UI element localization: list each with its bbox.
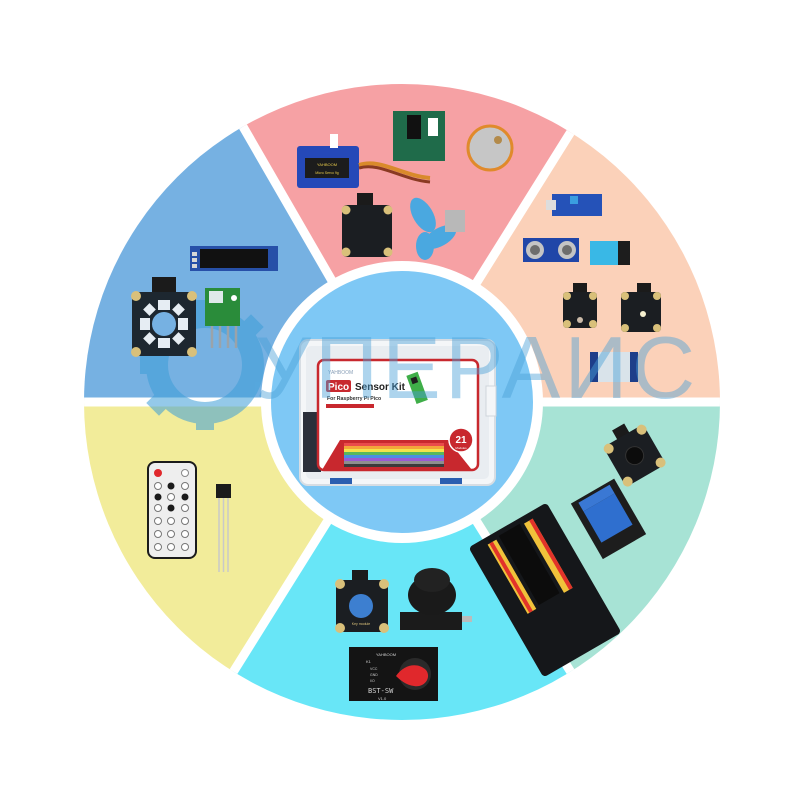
kit-badge-number: 21: [455, 435, 467, 446]
ultrasonic-sensor: [523, 238, 579, 262]
kit-box: YAHBOOM Pico Sensor Kit For Raspberry Pi…: [299, 339, 497, 486]
key-module: Key module: [335, 570, 389, 633]
tilt-version: V1.0: [378, 696, 387, 701]
joystick: [400, 568, 472, 630]
vibration-module: [341, 193, 393, 257]
ir-remote: [147, 461, 197, 559]
uln2003-driver-board: [393, 111, 445, 161]
micro-servo: YAHBOOM Micro Servo 9g: [297, 134, 431, 188]
oled-display: [190, 246, 278, 271]
kit-subtitle: For Raspberry Pi Pico: [327, 396, 381, 402]
tilt-io: I/O: [370, 679, 375, 683]
sound-sensor: [546, 194, 602, 216]
ir-receiver: [216, 484, 231, 572]
flame-sensor: [621, 283, 661, 332]
tilt-vcc: VCC: [370, 667, 378, 671]
kit-title-highlight: Pico: [328, 382, 349, 393]
watermark-text: УПЕРАИС: [255, 318, 699, 417]
pico-expansion-board: [469, 504, 621, 676]
light-sensor: [563, 283, 597, 328]
tilt-gnd: GND: [370, 673, 378, 677]
pir-motion-sensor: [590, 352, 638, 382]
dc-motor-fan: [410, 197, 465, 260]
key-module-label: Key module: [352, 622, 371, 626]
servo-label: YAHBOOM: [317, 162, 337, 167]
tilt-brand: YAHBOOM: [376, 652, 396, 657]
tilt-switch-module: YAHBOOM K1 VCC GND I/O BST-SW V1.0: [349, 647, 438, 701]
tilt-name: BST-SW: [368, 687, 394, 695]
kit-badge-sub: Modules: [455, 446, 467, 450]
relay-module: [570, 478, 647, 560]
segment-cyan: [221, 402, 583, 720]
rgb-ring-module: [131, 277, 197, 357]
kit-brand: YAHBOOM: [328, 370, 353, 376]
dht11-sensor: [590, 241, 630, 265]
buzzer-module: [603, 423, 666, 487]
stepper-motor: [466, 124, 514, 172]
tilt-k1: K1: [366, 659, 372, 664]
servo-sub: Micro Servo 9g: [315, 171, 339, 175]
rgb-led-module: [205, 288, 240, 348]
kit-title: Sensor Kit: [355, 382, 406, 393]
